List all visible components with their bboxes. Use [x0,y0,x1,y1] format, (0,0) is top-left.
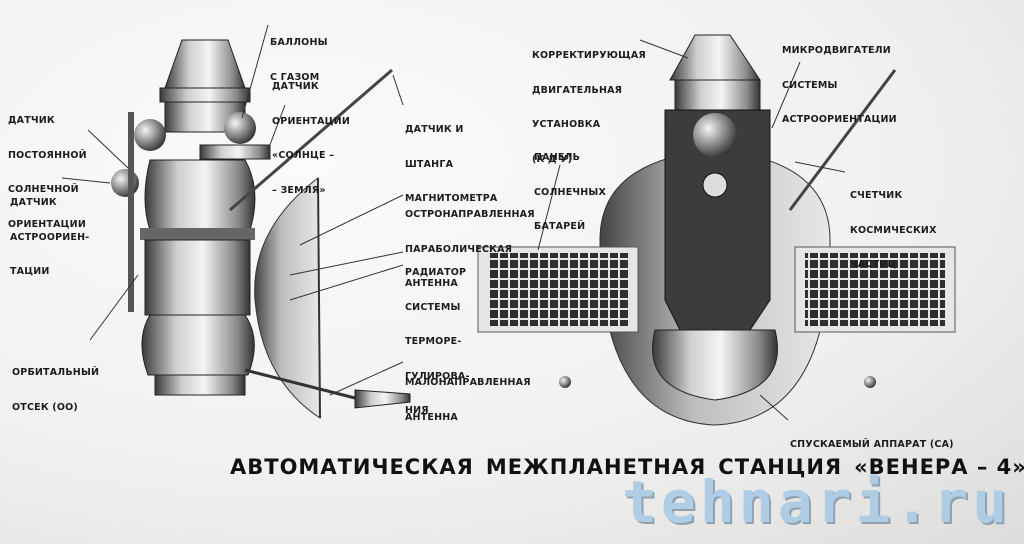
label-line: АСТРООРИЕН- [10,231,90,243]
front-view-spacecraft [477,34,956,426]
label-line: СИСТЕМЫ [782,79,838,91]
label-descent-module: СПУСКАЕМЫЙ АППАРАТ (СА) [790,416,954,462]
label-kdu: КОРРЕКТИРУЮЩАЯ ДВИГАТЕЛЬНАЯ УСТАНОВКА (К… [532,27,646,177]
label-parabolic-antenna: ОСТРОНАПРАВЛЕННАЯ ПАРАБОЛИЧЕСКАЯ АНТЕННА [405,186,535,301]
label-line: ПАНЕЛЬ [534,152,581,163]
label-particle-counter: СЧЕТЧИК КОСМИЧЕСКИХ ЧАСТИЦ [850,167,937,282]
label-line: МИКРОДВИГАТЕЛИ [782,45,891,56]
label-line: АСТРООРИЕНТАЦИИ [782,114,897,125]
label-line: ГУЛИРОВА- [405,370,470,382]
label-sun-earth-sensor: ДАТЧИК ОРИЕНТАЦИИ «СОЛНЦЕ – – ЗЕМЛЯ» [272,58,350,208]
label-line: ЧАСТИЦ [850,259,897,270]
label-line: НИЯ [405,405,429,416]
left-solar-panel [477,246,639,333]
label-solar-panel: ПАНЕЛЬ СОЛНЕЧНЫХ БАТАРЕЙ [534,129,606,244]
diagram-title: АВТОМАТИЧЕСКАЯ МЕЖПЛАНЕТНАЯ СТАНЦИЯ «ВЕНЕРА… [230,455,1024,479]
label-line: ДАТЧИК [8,115,55,126]
label-line: (К Д У) [532,153,573,165]
label-line: ОРИЕНТАЦИИ [8,218,86,230]
label-line: ДАТЧИК [10,197,57,208]
label-line: АНТЕННА [405,278,458,289]
label-line: ОРБИТАЛЬНЫЙ [12,367,100,378]
label-radiator: РАДИАТОР СИСТЕМЫ ТЕРМОРЕ- ГУЛИРОВА- НИЯ [405,244,470,428]
label-line: СОЛНЕЧНОЙ [8,184,79,195]
title-word: МЕЖПЛАНЕТНАЯ [485,455,707,479]
label-line: ПАРАБОЛИЧЕСКАЯ [405,243,513,255]
label-astro-sensor: ДАТЧИК АСТРООРИЕН- ТАЦИИ [10,174,89,289]
label-line: КОСМИЧЕСКИХ [850,224,937,236]
label-line: ТАЦИИ [10,266,50,277]
label-line: – ЗЕМЛЯ» [272,184,326,196]
label-line: РАДИАТОР [405,267,467,278]
label-line: ОТСЕК (ОО) [12,401,78,413]
label-line: СОЛНЕЧНЫХ [534,186,606,198]
label-solar-sensor: ДАТЧИК ПОСТОЯННОЙ СОЛНЕЧНОЙ ОРИЕНТАЦИИ [8,92,87,242]
side-view-spacecraft [111,39,411,419]
title-word: «ВЕНЕРА – 4» [854,455,1024,479]
label-line: «СОЛНЦЕ – [272,150,335,161]
label-line: С ГАЗОМ [270,71,320,83]
label-orbital-module: ОРБИТАЛЬНЫЙ ОТСЕК (ОО) [12,344,99,425]
title-word: АВТОМАТИЧЕСКАЯ [230,455,474,479]
label-line: ОСТРОНАПРАВЛЕННАЯ [405,209,535,220]
label-gas-cylinders: БАЛЛОНЫ С ГАЗОМ [270,14,328,95]
right-solar-panel [794,246,956,333]
label-micro-thrusters: МИКРОДВИГАТЕЛИ СИСТЕМЫ АСТРООРИЕНТАЦИИ [782,22,897,137]
label-line: БАТАРЕЙ [534,221,586,232]
label-line: ШТАНГА [405,158,454,170]
label-line: МАЛОНАПРАВЛЕННАЯ [405,377,531,388]
watermark: tehnari.ru [622,468,1012,536]
label-line: УСТАНОВКА [532,119,601,130]
label-line: СЧЕТЧИК [850,190,903,201]
label-magnetometer: ДАТЧИК И ШТАНГА МАГНИТОМЕТРА [405,101,497,216]
label-line: КОРРЕКТИРУЮЩАЯ [532,50,646,61]
label-line: ДАТЧИК [272,81,319,92]
label-line: МАГНИТОМЕТРА [405,193,498,204]
leader-lines [61,24,846,421]
label-line: ТЕРМОРЕ- [405,336,462,347]
label-line: БАЛЛОНЫ [270,37,328,48]
label-line: СПУСКАЕМЫЙ АППАРАТ (СА) [790,439,954,450]
title-word: СТАНЦИЯ [718,455,843,479]
label-line: ОРИЕНТАЦИИ [272,115,350,127]
label-line: СИСТЕМЫ [405,301,461,313]
label-line: АНТЕННА [405,411,458,423]
label-low-gain-antenna: МАЛОНАПРАВЛЕННАЯ АНТЕННА [405,354,531,435]
label-line: ДАТЧИК И [405,124,464,135]
label-line: ПОСТОЯННОЙ [8,149,87,161]
label-line: ДВИГАТЕЛЬНАЯ [532,84,623,96]
